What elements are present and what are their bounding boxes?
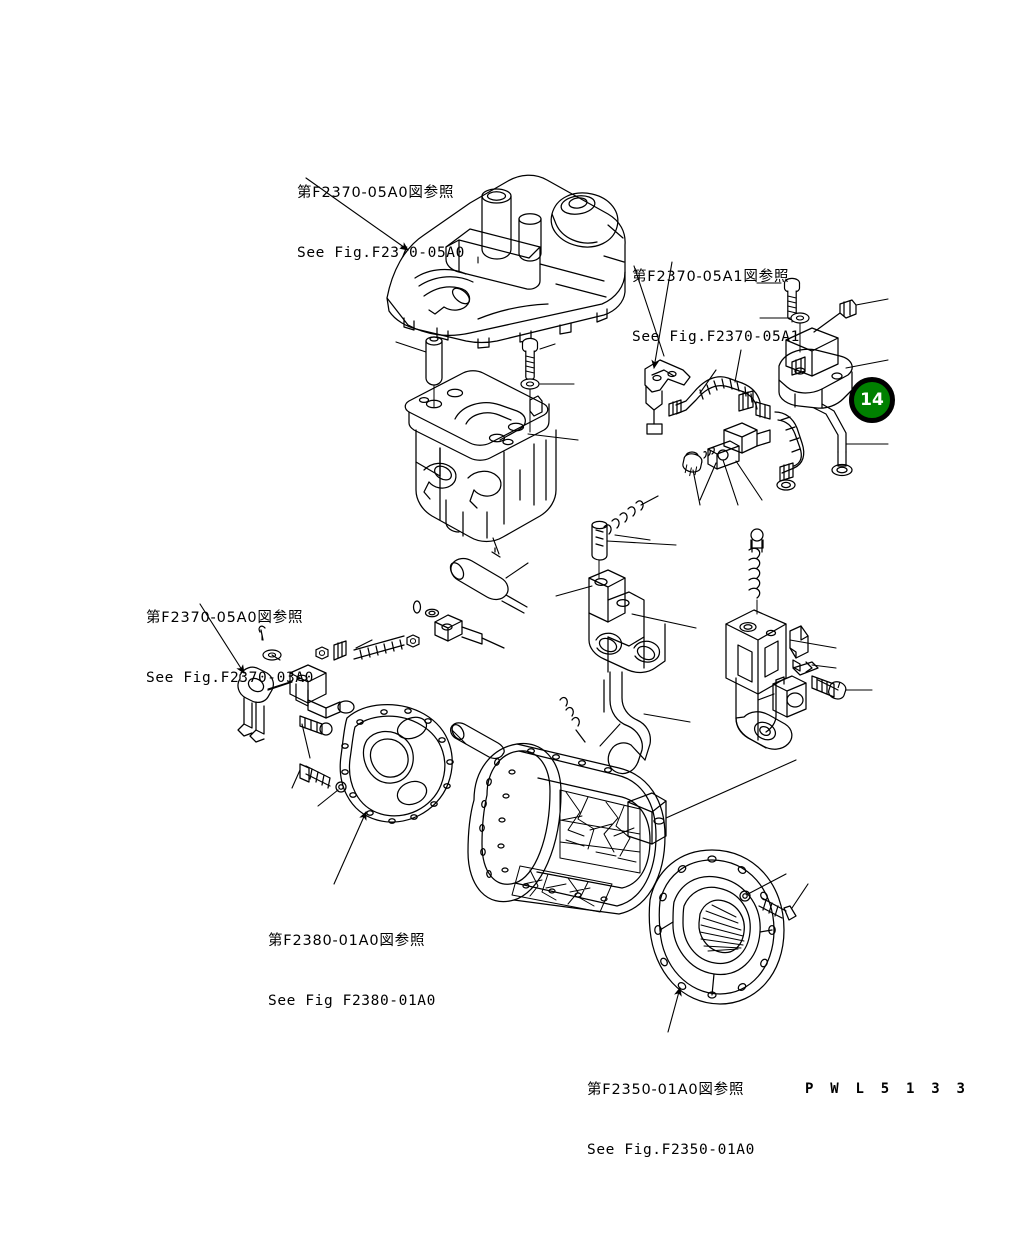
reference-note-en: See Fig.F2370-05A1: [632, 329, 800, 346]
callout-badge-14[interactable]: 14: [849, 377, 895, 423]
reference-note-jp: 第F2370-05A0図参照: [146, 609, 304, 626]
bracket-washer: [520, 378, 540, 390]
linkage-rod-assembly: [237, 625, 420, 743]
output-hub-flange: [648, 849, 797, 1005]
shift-fork-lever: [559, 671, 652, 775]
reference-note-jp: 第F2350-01A0図参照: [587, 1081, 745, 1098]
reference-note-en: See Fig.F2370-05A0: [297, 245, 465, 262]
valve-bolt-lower: [682, 453, 703, 477]
reference-note-jp: 第F2370-05A0図参照: [297, 184, 455, 201]
reference-note-mid-left: 第F2370-05A0図参照 See Fig.F2370-03A0: [146, 567, 314, 729]
transmission-top-cover: [386, 174, 626, 349]
bracket-bolt: [521, 337, 539, 381]
reference-note-bottom: 第F2350-01A0図参照 See Fig.F2350-01A0: [587, 1039, 755, 1201]
reference-note-lower-left: 第F2380-01A0図参照 See Fig F2380-01A0: [268, 890, 436, 1052]
reference-note-jp: 第F2370-05A1図参照: [632, 268, 790, 285]
drawing-number: P W L 5 1 3 3: [805, 1081, 970, 1097]
reference-note-jp: 第F2380-01A0図参照: [268, 932, 426, 949]
callout-badge-label: 14: [860, 389, 884, 410]
bracket-pin: [425, 336, 443, 408]
torque-converter-housing: [450, 722, 667, 915]
hydraulic-hose-and-valve-group: [644, 277, 857, 491]
reference-note-top-right: 第F2370-05A1図参照 See Fig.F2370-05A1: [632, 226, 800, 388]
pivot-bracket: [588, 495, 666, 674]
reference-note-top-left: 第F2370-05A0図参照 See Fig.F2370-05A0: [297, 142, 465, 304]
control-lever-arm: [725, 528, 847, 750]
leader-lines: [199, 177, 889, 1033]
reference-note-en: See Fig.F2350-01A0: [587, 1142, 755, 1159]
center-control-rod: [412, 547, 528, 649]
transmission-mount-bracket: [404, 336, 557, 543]
reference-note-en: See Fig F2380-01A0: [268, 993, 436, 1010]
flywheel-housing-cover-plate: [299, 704, 454, 824]
reference-note-en: See Fig.F2370-03A0: [146, 670, 314, 687]
